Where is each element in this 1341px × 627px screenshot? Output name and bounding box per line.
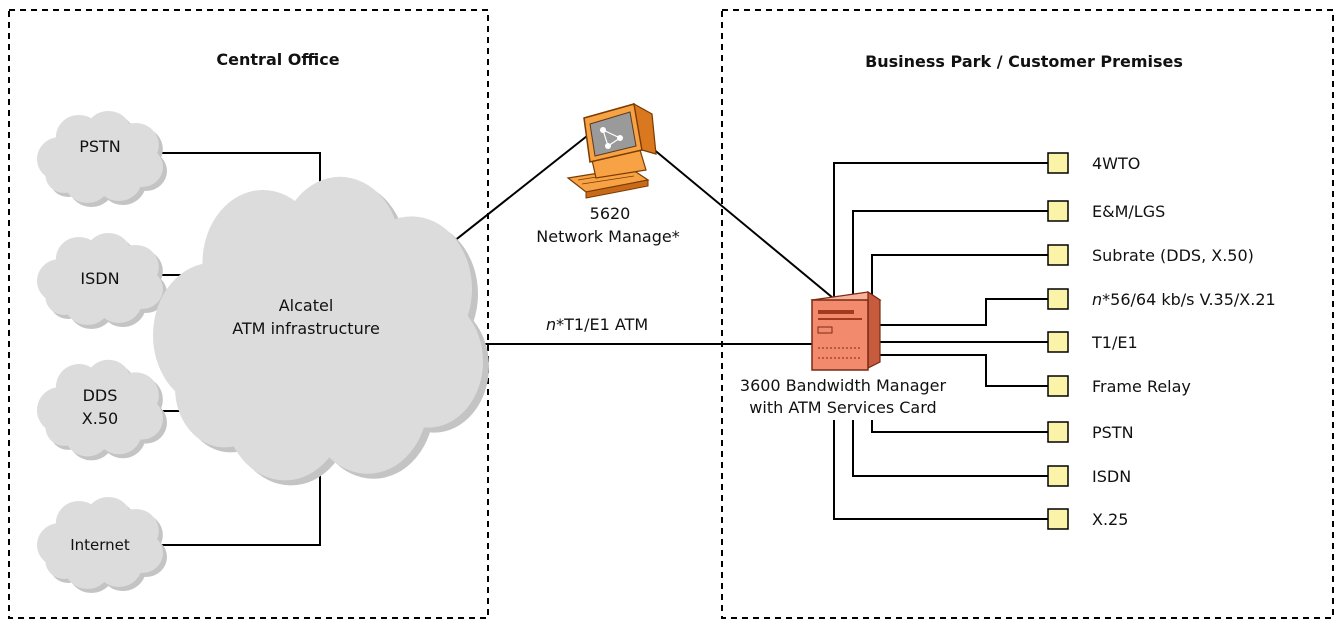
atm-link-label-italic: n xyxy=(546,315,556,334)
service-label-frame-relay: Frame Relay xyxy=(1092,377,1191,396)
dds-cloud-label-line2: X.50 xyxy=(82,409,118,428)
bandwidth-manager-label-line2: with ATM Services Card xyxy=(749,398,936,417)
bandwidth-manager-device-icon[interactable] xyxy=(810,290,882,371)
customer-premises-title: Business Park / Customer Premises xyxy=(865,52,1183,71)
service-label-v35-text: *56/64 kb/s V.35/X.21 xyxy=(1102,290,1276,309)
isdn-cloud-label: ISDN xyxy=(80,269,119,288)
service-label-isdn: ISDN xyxy=(1092,467,1131,486)
network-manager-label-line1: 5620 xyxy=(590,204,631,223)
internet-cloud: Internet xyxy=(37,497,168,593)
port-v35 xyxy=(1047,288,1069,310)
atm-infrastructure-cloud: Alcatel ATM infrastructure xyxy=(153,176,489,486)
bandwidth-manager-label-line1: 3600 Bandwidth Manager xyxy=(740,376,947,395)
wire-frame-relay xyxy=(872,354,1048,387)
internet-cloud-label: Internet xyxy=(70,536,130,554)
port-4wto xyxy=(1047,152,1069,174)
pstn-cloud-label: PSTN xyxy=(79,137,121,156)
atm-link-label-text: *T1/E1 ATM xyxy=(556,315,648,334)
central-office-title: Central Office xyxy=(216,50,339,69)
port-isdn xyxy=(1047,465,1069,487)
dds-cloud-label-line1: DDS xyxy=(83,386,118,405)
atm-cloud-label-line1: Alcatel xyxy=(279,296,334,315)
wire-x25 xyxy=(833,420,1048,520)
service-label-v35: n*56/64 kb/s V.35/X.21 xyxy=(1092,290,1276,309)
isdn-cloud: ISDN xyxy=(37,233,168,329)
wire-isdn xyxy=(852,420,1048,477)
service-label-x25: X.25 xyxy=(1092,510,1128,529)
dds-cloud: DDS X.50 xyxy=(37,359,168,461)
port-t1e1 xyxy=(1047,331,1069,353)
service-label-4wto: 4WTO xyxy=(1092,154,1140,173)
wire-4wto xyxy=(833,162,1048,300)
port-x25 xyxy=(1047,508,1069,530)
service-ports xyxy=(1047,152,1069,530)
customer-premises-zone xyxy=(721,9,1334,619)
manager-to-3600-wire xyxy=(651,147,834,299)
network-manager-computer-icon[interactable] xyxy=(566,102,657,199)
port-pstn xyxy=(1047,421,1069,443)
service-label-t1e1: T1/E1 xyxy=(1091,333,1138,352)
wire-v35 xyxy=(872,298,1048,326)
service-label-v35-italic: n xyxy=(1092,290,1102,309)
service-labels: 4WTO E&M/LGS Subrate (DDS, X.50) n*56/64… xyxy=(1091,154,1276,529)
service-label-pstn: PSTN xyxy=(1092,423,1134,442)
wire-pstn xyxy=(871,420,1048,433)
wire-subrate xyxy=(871,254,1048,312)
service-label-subrate: Subrate (DDS, X.50) xyxy=(1092,246,1254,265)
pstn-cloud: PSTN xyxy=(37,111,168,207)
service-label-em-lgs: E&M/LGS xyxy=(1092,202,1165,221)
atm-cloud-label-line2: ATM infrastructure xyxy=(232,319,380,338)
port-subrate xyxy=(1047,244,1069,266)
central-office-zone xyxy=(8,9,489,619)
port-em-lgs xyxy=(1047,200,1069,222)
service-wires xyxy=(833,162,1048,520)
network-manager-label-line2: Network Manage* xyxy=(536,227,679,246)
port-frame-relay xyxy=(1047,375,1069,397)
wire-em-lgs xyxy=(852,210,1048,308)
atm-link-label: n*T1/E1 ATM xyxy=(546,315,648,334)
